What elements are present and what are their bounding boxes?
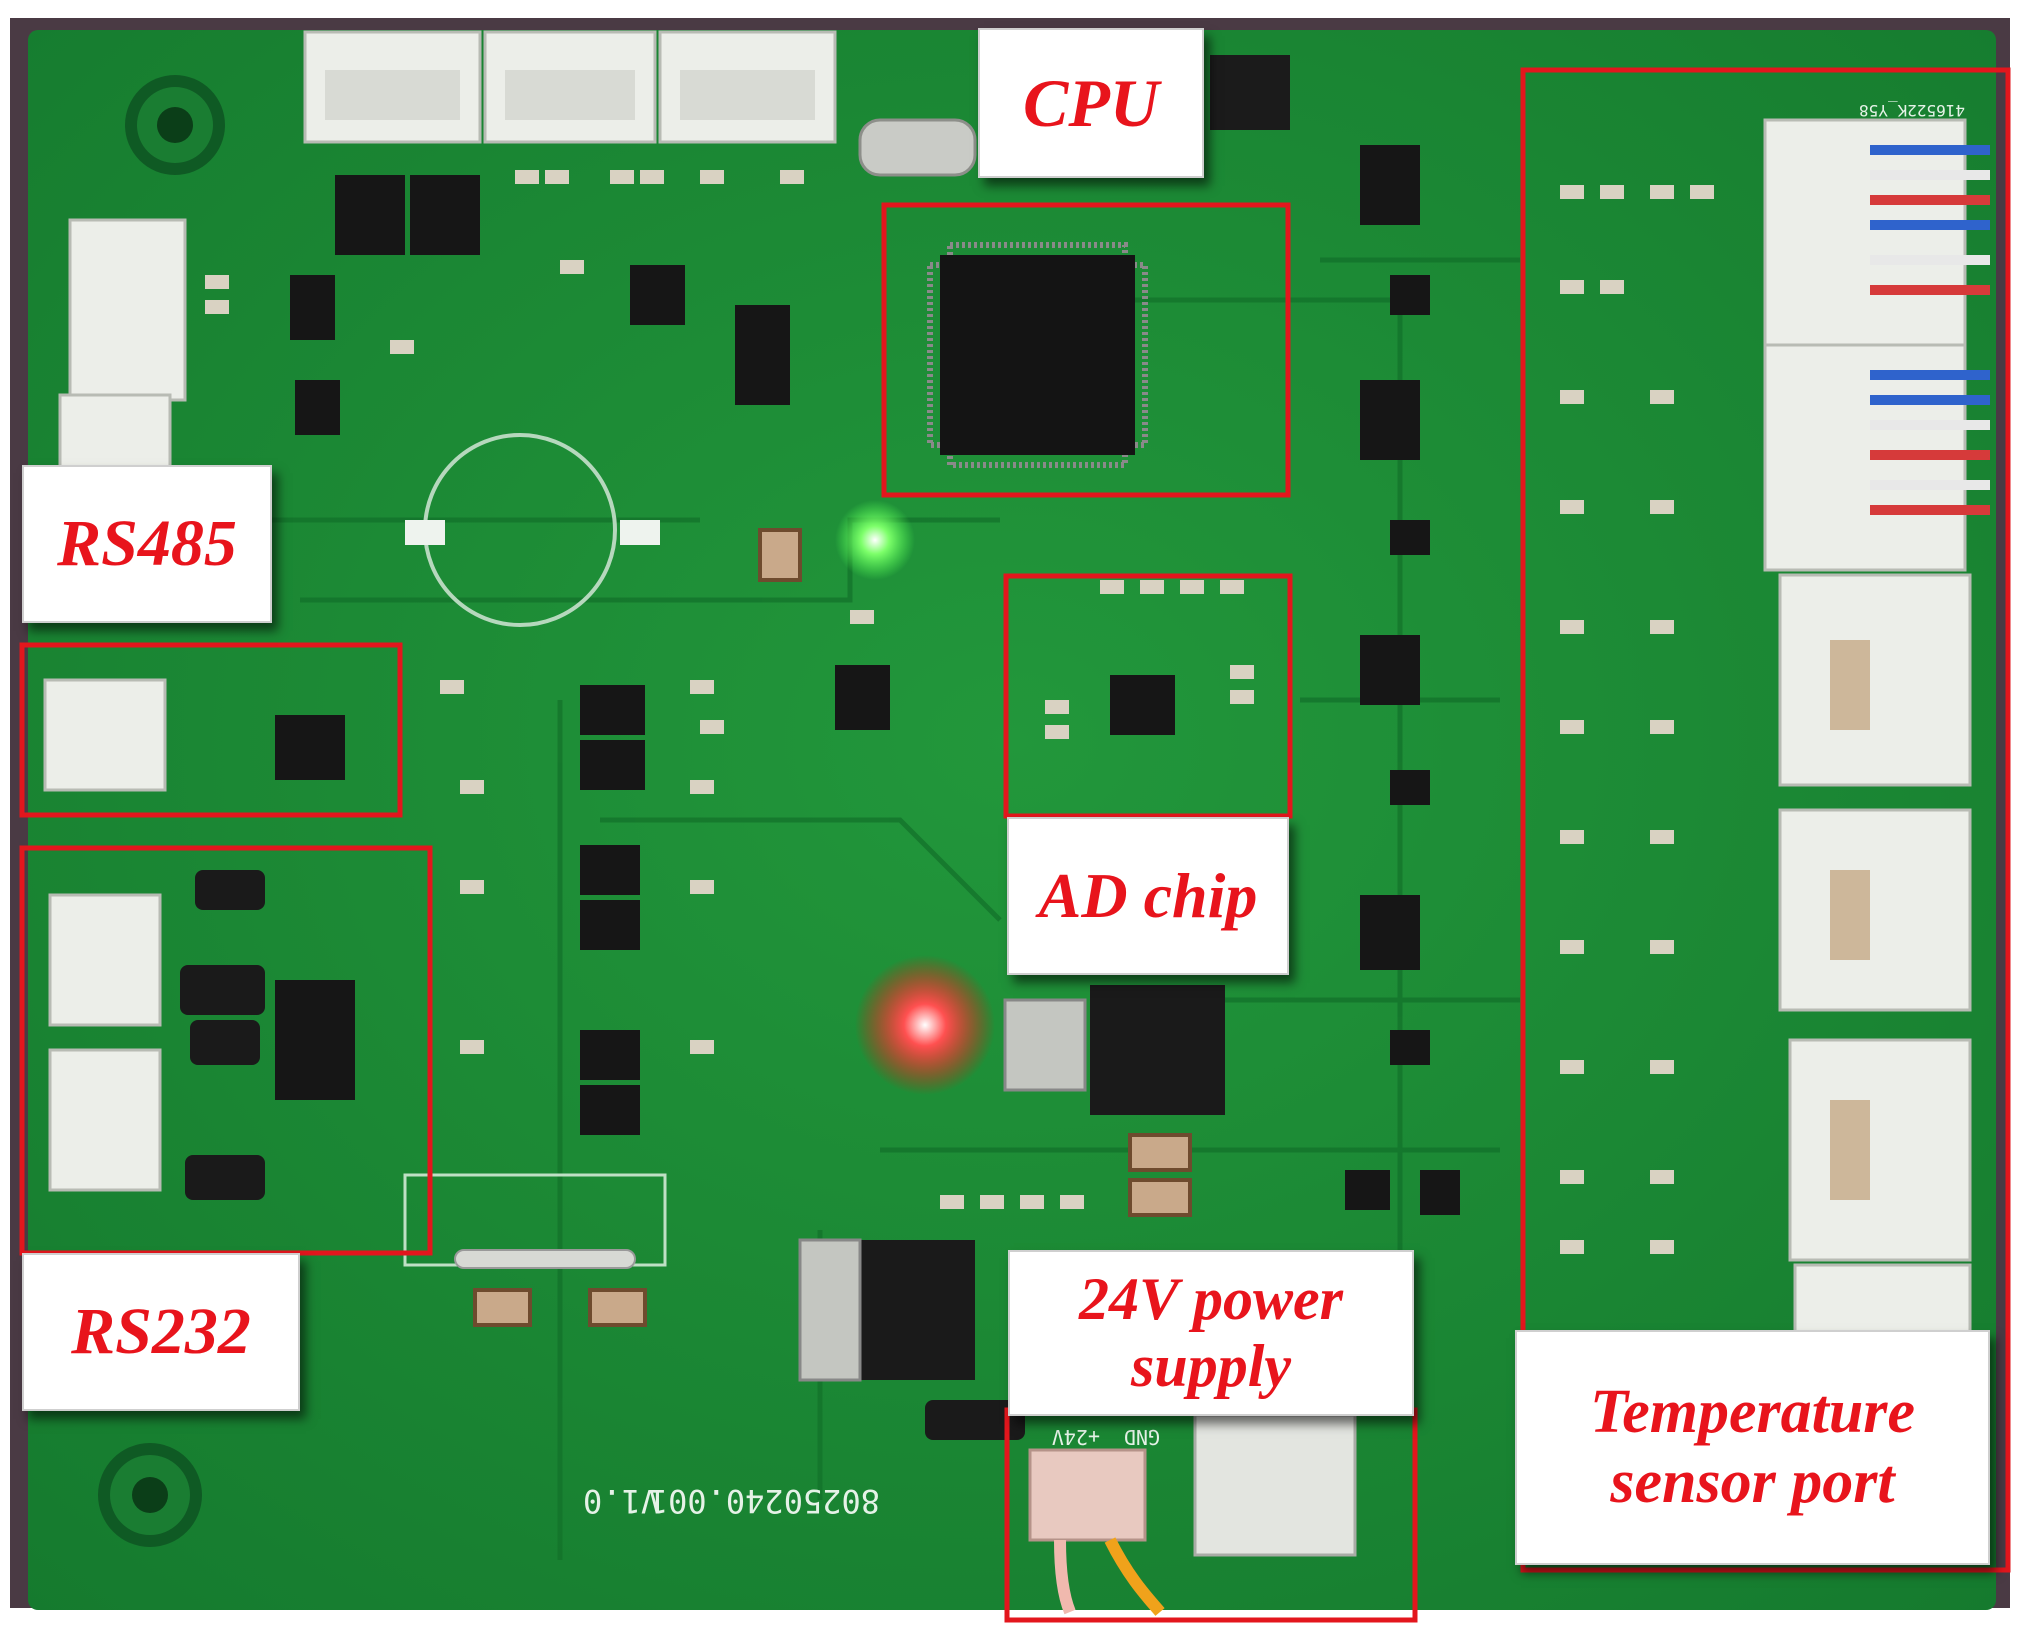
regulator-upper xyxy=(1090,985,1225,1115)
highlight-rs485 xyxy=(19,642,403,818)
silkscreen-plus24v: +24V xyxy=(1052,1425,1100,1449)
label-temp-line2: sensor port xyxy=(1610,1447,1895,1516)
cpu-chip xyxy=(927,242,1148,468)
capacitors xyxy=(473,528,1192,1327)
regulator-upper-tab xyxy=(1003,998,1087,1092)
silkscreen-gnd: GND xyxy=(1124,1425,1160,1449)
led-green xyxy=(835,500,915,580)
label-power-line1: 24V power xyxy=(1079,1265,1343,1332)
label-rs232-text: RS232 xyxy=(71,1295,251,1369)
led-red xyxy=(855,955,995,1095)
fuse xyxy=(454,1249,636,1269)
label-rs232: RS232 xyxy=(22,1253,300,1411)
highlight-ad-chip xyxy=(1003,573,1293,819)
label-cpu: CPU xyxy=(978,28,1204,178)
wire-orange xyxy=(1104,1537,1165,1616)
mounting-hole-top-left xyxy=(125,75,225,175)
mounting-hole-bottom-left xyxy=(98,1443,202,1547)
label-temperature-sensor-port: Temperature sensor port xyxy=(1515,1330,1990,1565)
label-temp-line1: Temperature xyxy=(1590,1378,1915,1447)
label-cpu-text: CPU xyxy=(1023,64,1159,141)
smd-passives xyxy=(205,170,1714,1254)
ad-chip-ic xyxy=(1110,675,1175,735)
label-ad-chip: AD chip xyxy=(1007,817,1289,975)
power-connector xyxy=(1028,1448,1147,1542)
temp-connector-slots xyxy=(1830,640,1870,1200)
label-power-supply: 24V power supply xyxy=(1008,1250,1414,1416)
aux-connector xyxy=(1193,1413,1357,1557)
left-connectors xyxy=(43,218,187,1192)
silkscreen-version: V1.0 xyxy=(583,1482,660,1520)
wire-pink xyxy=(1054,1539,1076,1615)
label-rs485-text: RS485 xyxy=(57,507,237,581)
silkscreen-board-id: 80250240.001 xyxy=(649,1482,880,1520)
diodes xyxy=(180,870,1025,1440)
sensor-wires xyxy=(1870,145,1990,515)
label-ad-chip-text: AD chip xyxy=(1038,860,1258,932)
ic-packages xyxy=(275,145,1460,1215)
regulator-lower-tab xyxy=(798,1238,862,1382)
silkscreen-top-right-code: 416522K_Y58 xyxy=(1859,101,1965,120)
crystal-oscillator xyxy=(858,118,977,177)
temp-connectors xyxy=(1763,118,1972,1337)
highlight-cpu xyxy=(881,202,1291,498)
battery-holder-pads xyxy=(405,520,660,545)
regulator-lower xyxy=(855,1240,975,1380)
label-rs485: RS485 xyxy=(22,465,272,623)
highlight-temp-port xyxy=(1520,67,2011,1573)
pin-header xyxy=(1210,55,1290,130)
top-connector-slots xyxy=(325,70,815,120)
label-power-line2: supply xyxy=(1130,1333,1292,1399)
